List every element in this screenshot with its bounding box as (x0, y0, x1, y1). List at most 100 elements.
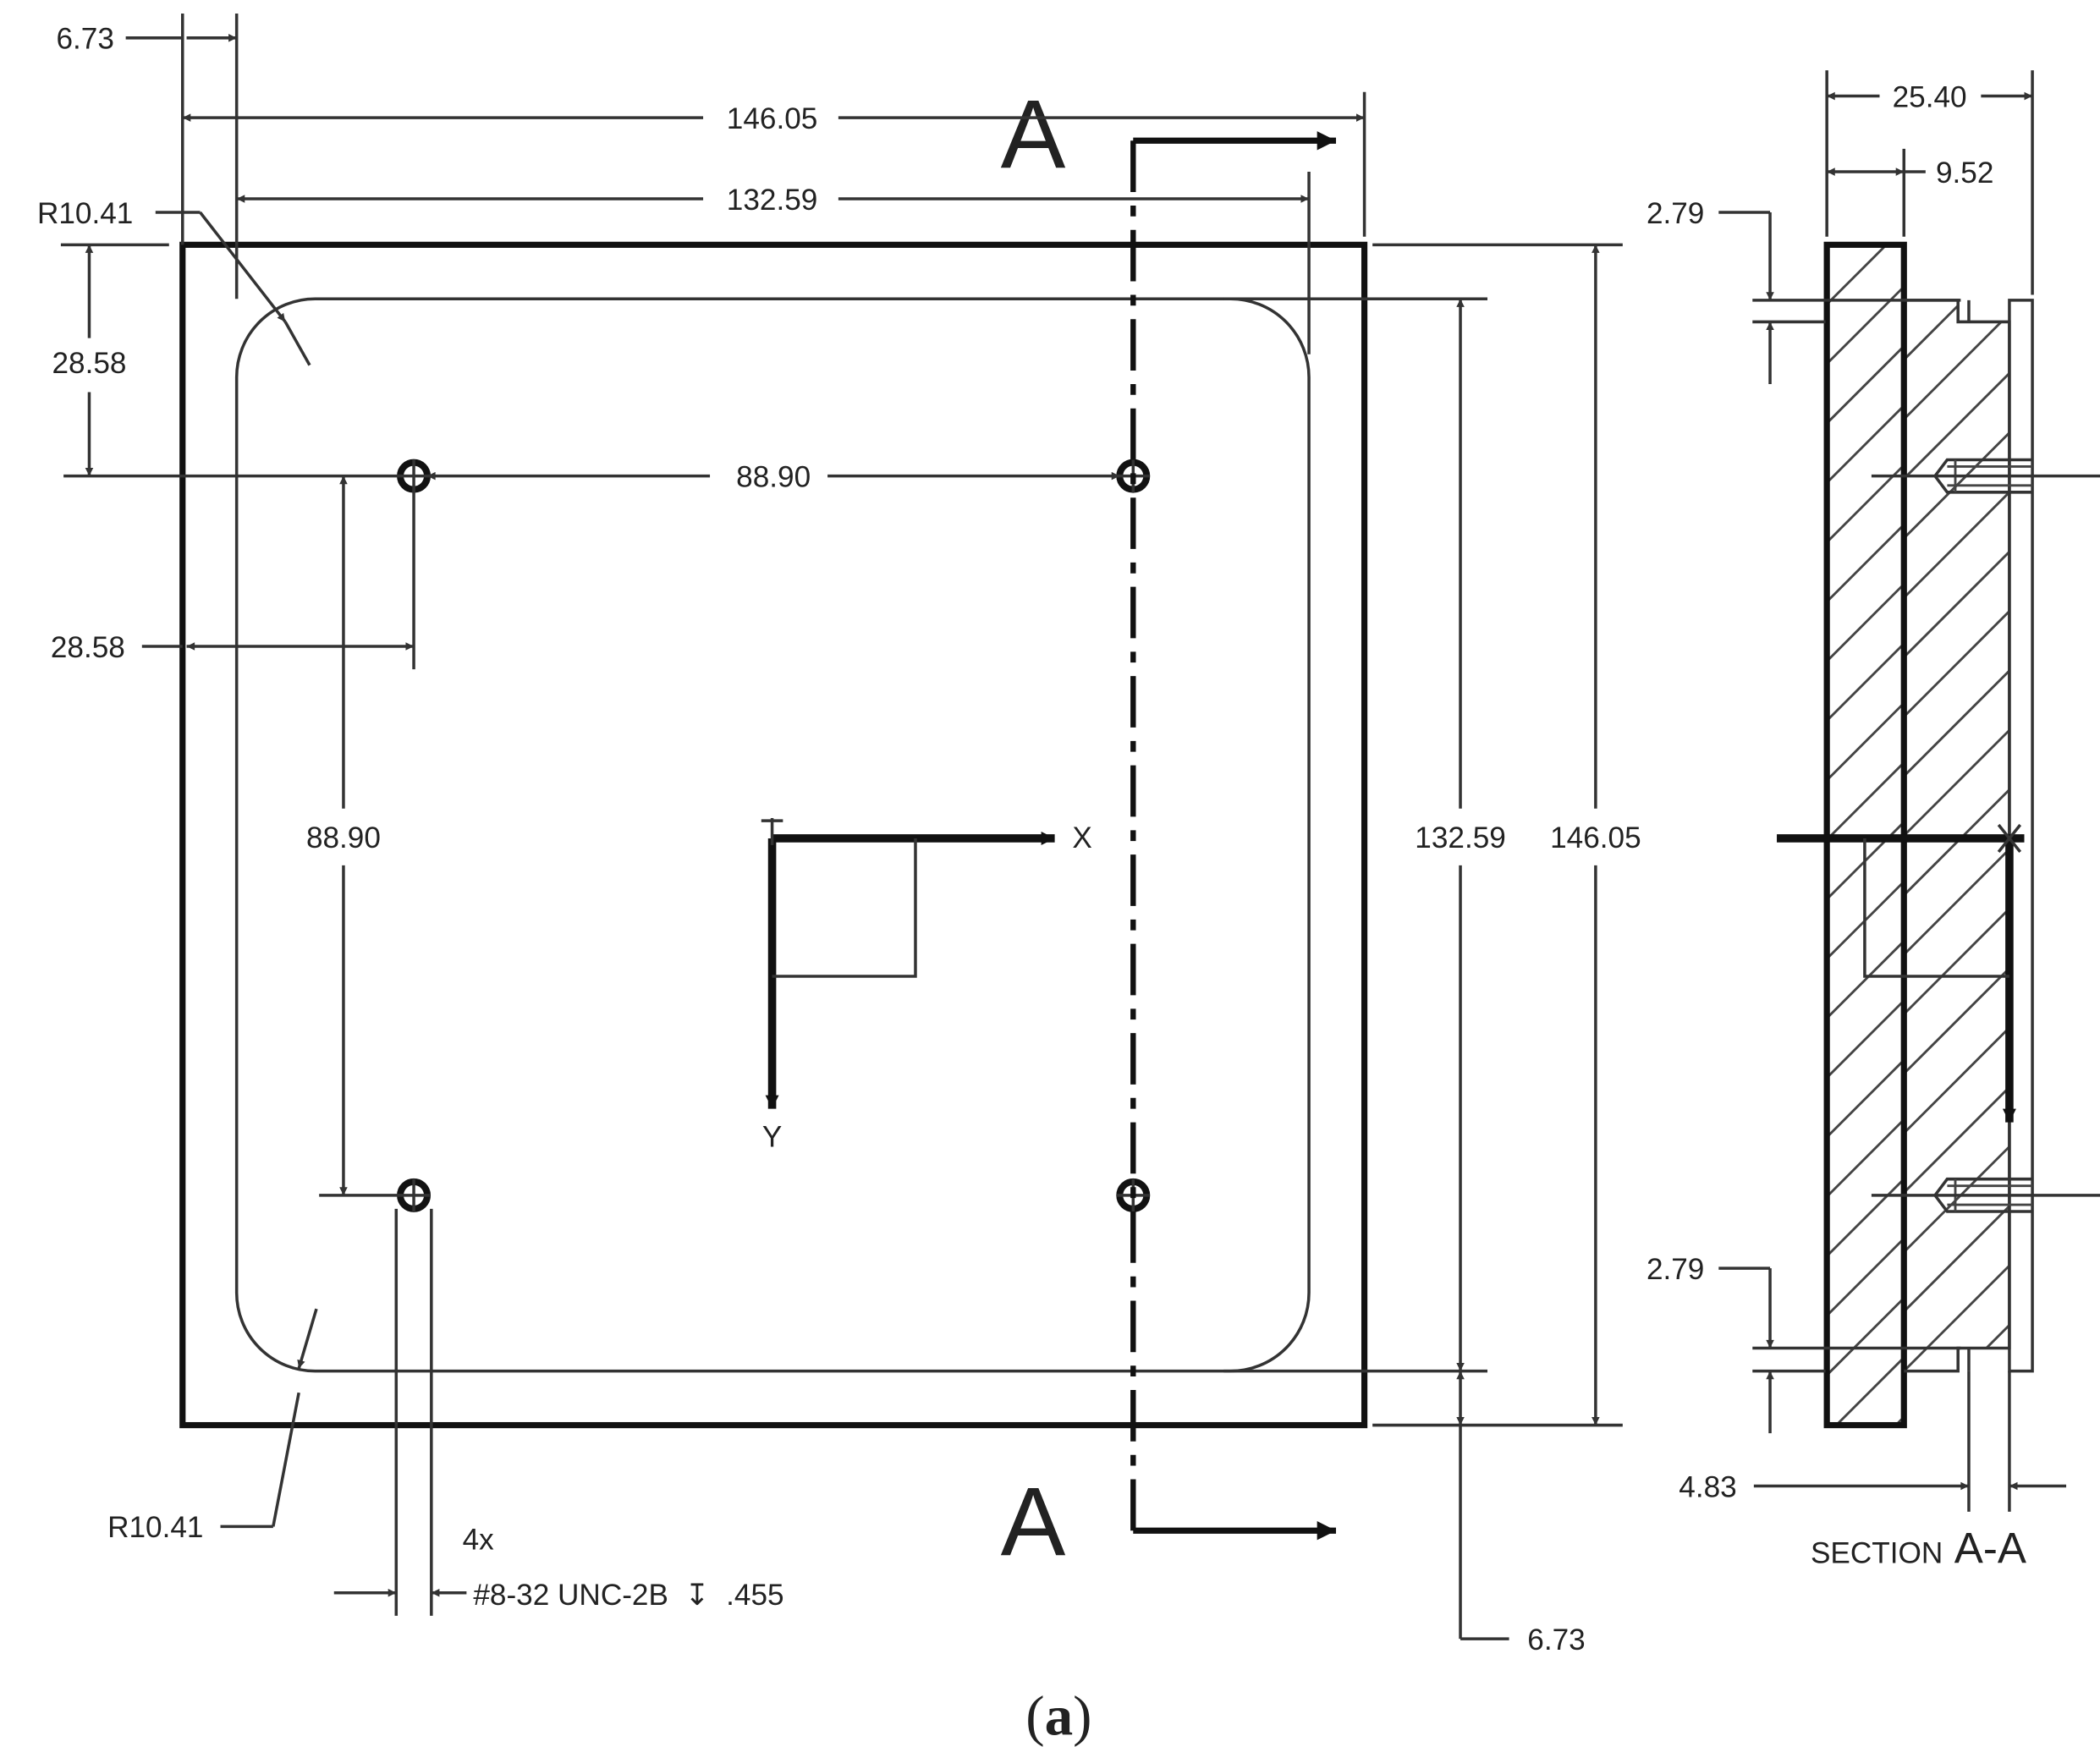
leader-radius-bottom (220, 1308, 318, 1529)
hatch-line (1904, 1085, 2009, 1194)
dim-hole-spacing-y (319, 475, 401, 1197)
hatch-line (1904, 299, 2009, 301)
hatch-line (1904, 1324, 2009, 1371)
plate-outline (179, 241, 1368, 1429)
hatch-line (1904, 967, 2009, 1075)
hatch-line (1904, 1205, 2009, 1313)
dim-text: 6.73 (1527, 1623, 1585, 1656)
tapped-hole (1871, 458, 2100, 494)
dim-text: 4.83 (1679, 1470, 1736, 1503)
hole-callout-leaders (333, 1208, 467, 1616)
hatch-line (1827, 999, 1905, 1079)
dim-text: 28.58 (51, 631, 125, 664)
hatch-line (1827, 244, 1829, 246)
hatch-line (1904, 848, 2009, 956)
hatch-line (1834, 1356, 1905, 1426)
section-axes (1777, 823, 2025, 1123)
dim-text: 25.40 (1893, 80, 1967, 113)
hatch-line (1827, 524, 1905, 603)
section-view: 25.40 9.52 2.79 2.79 (1646, 70, 2100, 1573)
hatch-line (1827, 244, 1888, 305)
hatch-line (1827, 285, 1905, 365)
hatch-line (1904, 1264, 2009, 1371)
section-label-word: SECTION (1811, 1537, 1943, 1570)
dim-text: 9.52 (1936, 157, 1993, 190)
hatch-line (1827, 702, 1905, 782)
dim-text: 88.90 (306, 821, 381, 854)
hatch-line (1904, 551, 2009, 658)
tapped-hole (1871, 1177, 2100, 1213)
dim-step-width (1753, 1371, 2067, 1512)
hatch-line (1827, 642, 1905, 722)
thread-spec: #8-32 UNC-2B (473, 1579, 668, 1612)
hatch-line (1827, 761, 1905, 841)
hatch-line (1827, 1178, 1905, 1257)
front-view: A A X Y 6.73 146.05 (37, 14, 1641, 1656)
dim-text: 28.58 (52, 347, 126, 380)
hatch-line (1827, 404, 1905, 484)
hatch-line (1904, 312, 2009, 420)
hatch-line (1904, 729, 2009, 837)
dim-text: 132.59 (727, 184, 818, 217)
dim-text: 146.05 (1550, 821, 1641, 854)
hatch-line (1904, 669, 2009, 777)
hatch-line (1904, 1026, 2009, 1134)
dim-plate-thickness (1827, 148, 1926, 237)
hatch-line (1827, 583, 1905, 662)
hatch-insert (1904, 299, 2009, 1371)
hatch-line (1827, 1297, 1905, 1376)
dim-overall-height (1372, 243, 1623, 1427)
dim-text: R10.41 (107, 1511, 203, 1544)
hatch-line (1904, 372, 2009, 480)
dim-hole-offset-x (141, 489, 415, 670)
hatch-line (1904, 908, 2009, 1015)
hole-count: 4x (463, 1524, 495, 1557)
caption-open: ( (1025, 1684, 1044, 1747)
section-cut-line (1130, 131, 1337, 1541)
dim-text: R10.41 (37, 197, 133, 230)
hatch-line (1894, 1415, 1905, 1426)
dim-pocket-height (1223, 297, 1488, 1373)
dim-text: 88.90 (736, 460, 811, 493)
dim-step-top (1718, 211, 1961, 384)
hatch-plate (1827, 244, 1905, 1426)
coordinate-axes (761, 817, 1055, 1109)
section-label-id: A-A (1954, 1525, 2026, 1573)
section-mark-bottom: A (1001, 1468, 1066, 1576)
hatch-line (1827, 464, 1905, 543)
hatch-line (1827, 1059, 1905, 1139)
dim-overall-width (182, 91, 1366, 237)
leader-radius-top (155, 211, 311, 366)
caption-letter: a (1045, 1684, 1074, 1747)
hole-spec: #8-32 UNC-2B ↧ .455 (473, 1579, 783, 1612)
x-axis-label: X (1072, 821, 1091, 854)
hatch-line (1904, 491, 2009, 599)
section-label: SECTION A-A (1811, 1525, 2026, 1573)
mounting-hole (397, 459, 432, 493)
mounting-hole (397, 1178, 432, 1212)
caption-close: ) (1073, 1684, 1091, 1747)
hatch-line (1904, 1145, 2009, 1254)
thread-depth: .455 (726, 1579, 783, 1612)
dim-text: 6.73 (56, 23, 113, 56)
y-axis-label: Y (762, 1120, 782, 1153)
hatch-line (1904, 610, 2009, 718)
dim-edge-offset-bottom (1456, 1371, 1509, 1640)
dim-step-bottom (1718, 1266, 1961, 1434)
pocket-outline (234, 297, 1311, 1373)
dim-edge-offset-top (125, 14, 239, 299)
hatch-line (1827, 345, 1905, 425)
dim-text: 2.79 (1646, 197, 1704, 230)
hatch-line (1827, 1118, 1905, 1198)
section-mark-top: A (1001, 80, 1066, 189)
dim-text: 132.59 (1415, 821, 1506, 854)
dim-text: 146.05 (727, 102, 818, 135)
hatch-line (1827, 940, 1905, 1019)
dim-text: 2.79 (1646, 1253, 1704, 1286)
figure-caption: (a) (1025, 1684, 1091, 1747)
hatch-line (1827, 1237, 1905, 1317)
dim-pocket-width (236, 172, 1311, 354)
dim-total-thickness (1825, 70, 2034, 295)
depth-symbol-icon: ↧ (684, 1579, 709, 1612)
